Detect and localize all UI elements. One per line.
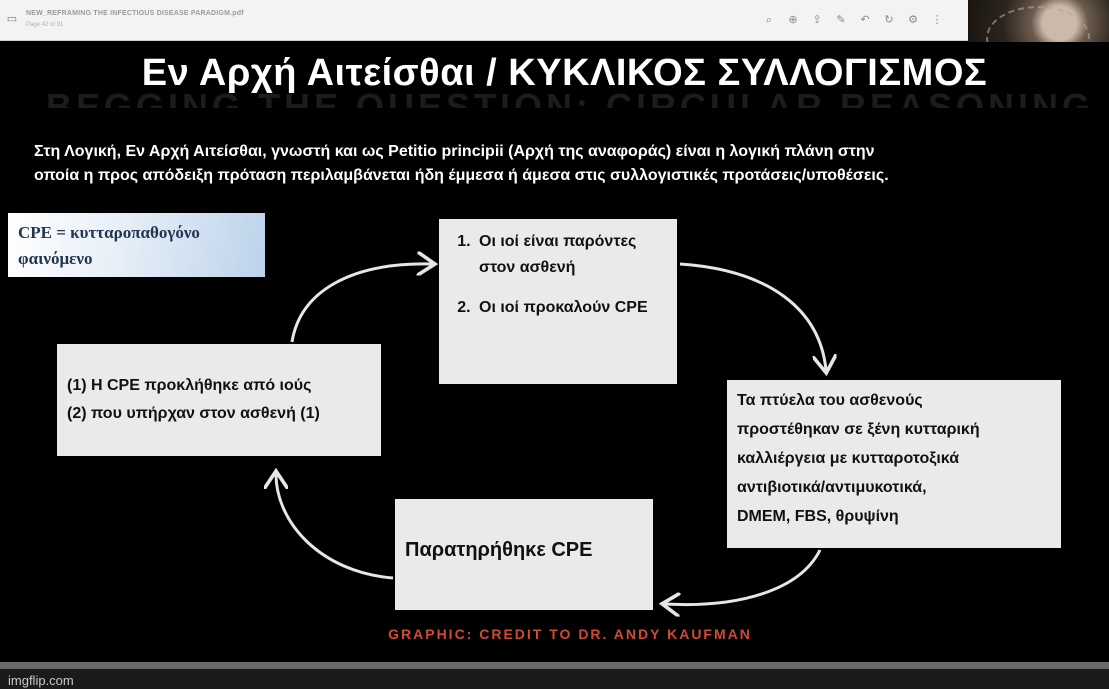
rotate-icon[interactable]: ↻: [884, 13, 894, 26]
search-icon[interactable]: ⌕: [765, 13, 773, 26]
undo-icon[interactable]: ↶: [860, 13, 870, 26]
document-icon[interactable]: ▭: [6, 13, 18, 25]
premise-item: Οι ιοί είναι παρόντες στον ασθενή: [475, 229, 665, 281]
underlying-slide-title: BEGGING THE QUESTION: CIRCULAR REASONING: [45, 86, 1095, 108]
file-title: NEW_REFRAMING THE INFECTIOUS DISEASE PAR…: [26, 10, 244, 17]
graphic-credit: GRAPHIC: CREDIT TO DR. ANDY KAUFMAN: [388, 626, 752, 642]
conclusion-line: (2) που υπήρχαν στον ασθενή (1): [67, 405, 320, 422]
experiment-box: Τα πτύελα του ασθενούς προστέθηκαν σε ξέ…: [727, 380, 1061, 548]
viewer-toolbar: ▭ NEW_REFRAMING THE INFECTIOUS DISEASE P…: [0, 0, 1109, 41]
cpe-note-line-2: φαινόμενο: [18, 249, 93, 268]
slide-headline: Εν Αρχή Αιτείσθαι / ΚΥΚΛΙΚΟΣ ΣΥΛΛΟΓΙΣΜΟΣ: [141, 52, 988, 94]
premise-list: Οι ιοί είναι παρόντες στον ασθενή Οι ιοί…: [451, 229, 665, 321]
slide: BEGGING THE QUESTION: CIRCULAR REASONING…: [0, 42, 1109, 662]
premise-item: Οι ιοί προκαλούν CPE: [475, 295, 665, 321]
premise-box: Οι ιοί είναι παρόντες στον ασθενή Οι ιοί…: [439, 219, 677, 384]
conclusion-box: (1) Η CPE προκλήθηκε από ιούς (2) που υπ…: [57, 344, 381, 456]
arrow-right-to-bottom: [665, 549, 822, 605]
definition-line-1: Στη Λογική, Εν Αρχή Αιτείσθαι, γνωστή κα…: [34, 143, 875, 160]
bottom-bar: imgflip.com: [0, 662, 1109, 689]
edit-icon[interactable]: ✎: [836, 13, 846, 26]
experiment-line: Τα πτύελα του ασθενούς: [737, 392, 923, 409]
cpe-definition-note: CPE = κυτταροπαθογόνο φαινόμενο: [8, 213, 265, 277]
horizontal-scrollbar[interactable]: [0, 662, 1109, 669]
watermark: imgflip.com: [8, 673, 74, 688]
experiment-line: καλλιέργεια με κυτταροτοξικά: [737, 450, 960, 467]
experiment-line: DMEM, FBS, θρυψίνη: [737, 508, 899, 525]
arrow-left-to-top: [290, 264, 432, 343]
experiment-line: προστέθηκαν σε ξένη κυτταρική: [737, 421, 980, 438]
cycle-arrows: [0, 42, 1109, 662]
cpe-note-line-1: CPE = κυτταροπαθογόνο: [18, 223, 200, 242]
conclusion-line: (1) Η CPE προκλήθηκε από ιούς: [67, 377, 312, 394]
share-icon[interactable]: ⇪: [812, 13, 822, 26]
settings-icon[interactable]: ⚙: [908, 13, 918, 26]
zoom-icon[interactable]: ⊕: [788, 13, 798, 26]
arrow-top-to-right: [679, 262, 826, 370]
toolbar-icons: ⌕ ⊕ ⇪ ✎ ↶ ↻ ⚙ ⋮: [760, 12, 946, 28]
observation-box: Παρατηρήθηκε CPE: [395, 499, 653, 610]
definition-line-2: οποία η προς απόδειξη πρόταση περιλαμβάν…: [34, 167, 889, 184]
page-info: Page 42 of 91: [26, 22, 64, 28]
webcam-overlay: [968, 0, 1109, 42]
experiment-line: αντιβιοτικά/αντιμυκοτικά,: [737, 479, 927, 496]
webcam-background-decoration: [986, 6, 1090, 42]
observation-text: Παρατηρήθηκε CPE: [405, 539, 593, 561]
definition-text: Στη Λογική, Εν Αρχή Αιτείσθαι, γνωστή κα…: [34, 140, 1084, 188]
arrow-bottom-to-left: [276, 474, 394, 580]
more-icon[interactable]: ⋮: [931, 13, 943, 26]
